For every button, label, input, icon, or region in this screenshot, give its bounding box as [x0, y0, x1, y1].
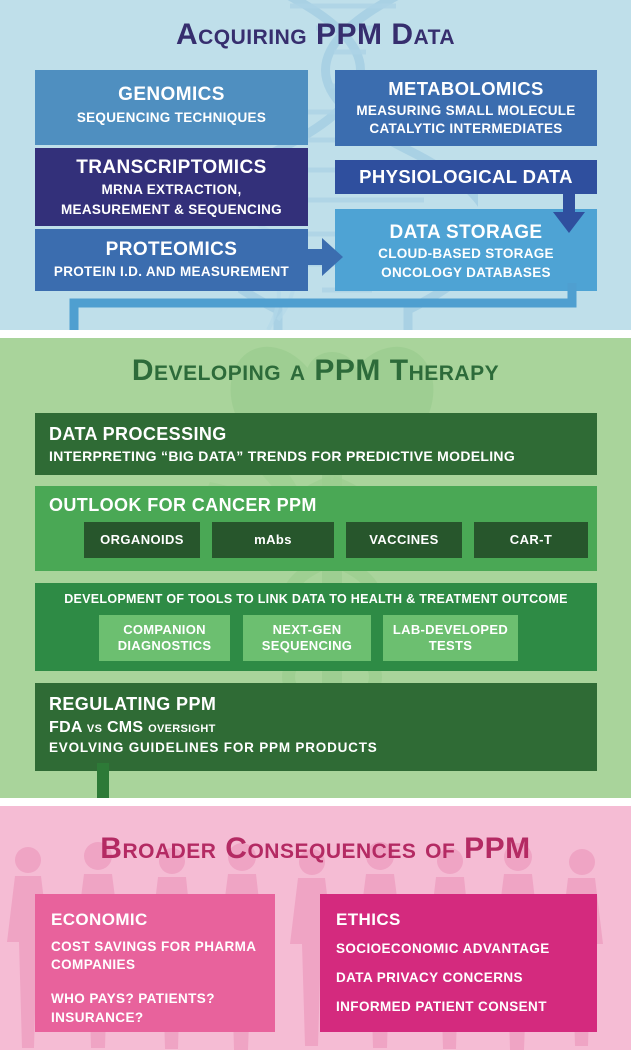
section-developing-ppm-therapy: Developing a PPM Therapy DATA PROCESSING…: [0, 338, 631, 798]
chip-companion-line1: COMPANION: [123, 622, 206, 638]
regulating-heading: REGULATING PPM: [49, 694, 217, 714]
chip-nextgen-line2: SEQUENCING: [261, 638, 353, 653]
box-transcriptomics: TRANSCRIPTOMICS MRNA EXTRACTION, MEASURE…: [35, 148, 308, 226]
transcriptomics-subtext-line1: MRNA EXTRACTION,: [101, 182, 242, 198]
chip-nextgen-line1: NEXT-GEN: [272, 622, 342, 638]
chip-mabs-label: mAbs: [254, 531, 292, 547]
chip-mabs: mAbs: [212, 522, 334, 558]
box-data-processing: DATA PROCESSING INTERPRETING “BIG DATA” …: [35, 413, 597, 475]
tools-heading: DEVELOPMENT OF TOOLS TO LINK DATA TO HEA…: [64, 592, 568, 606]
chip-companion-line2: DIAGNOSTICS: [117, 638, 212, 653]
regulating-line2: FDA vs CMS oversight: [49, 719, 216, 737]
proteomics-subtext: PROTEIN I.D. AND MEASUREMENT: [53, 264, 290, 280]
genomics-subtext: SEQUENCING TECHNIQUES: [76, 110, 267, 126]
metabolomics-heading: METABOLOMICS: [388, 78, 544, 99]
section-broader-consequences: Broader Consequences of PPM ECONOMIC COS…: [0, 806, 631, 1050]
section-acquiring-ppm-data: Acquiring PPM Data GENOMICS SEQUENCING T…: [0, 0, 631, 330]
economic-line4-text: INSURANCE?: [51, 1009, 144, 1025]
ethics-line2: DATA PRIVACY CONCERNS: [336, 970, 523, 986]
data-processing-heading: DATA PROCESSING: [49, 424, 227, 444]
economic-line3: WHO PAYS? PATIENTS? INSURANCE?: [51, 990, 275, 1026]
proteomics-heading: PROTEOMICS: [105, 239, 238, 260]
genomics-heading: GENOMICS: [118, 84, 225, 105]
section-divider-bottom: [0, 798, 631, 806]
section-divider-top: [0, 330, 631, 338]
transcriptomics-subtext-line2: MEASUREMENT & SEQUENCING: [61, 201, 282, 217]
economic-line1-text: COST SAVINGS FOR PHARMA: [51, 939, 257, 955]
box-economic: ECONOMIC COST SAVINGS FOR PHARMA COMPANI…: [35, 894, 275, 1032]
box-proteomics: PROTEOMICS PROTEIN I.D. AND MEASUREMENT: [35, 229, 308, 291]
box-data-storage: DATA STORAGE CLOUD-BASED STORAGE ONCOLOG…: [335, 209, 597, 291]
regulating-line3: EVOLVING GUIDELINES FOR PPM PRODUCTS: [49, 740, 378, 756]
chip-lab-developed-tests: LAB-DEVELOPED TESTS: [383, 615, 518, 661]
chip-car-t: CAR-T: [474, 522, 588, 558]
metabolomics-subtext-line2: CATALYTIC INTERMEDIATES: [369, 121, 563, 137]
outlook-heading: OUTLOOK FOR CANCER PPM: [49, 495, 317, 515]
ethics-heading: ETHICS: [336, 910, 401, 929]
box-outlook-for-cancer-ppm: OUTLOOK FOR CANCER PPM ORGANOIDS mAbs VA…: [35, 486, 597, 571]
chip-organoids: ORGANOIDS: [84, 522, 200, 558]
section-title-consequences: Broader Consequences of PPM: [100, 832, 531, 865]
box-genomics: GENOMICS SEQUENCING TECHNIQUES: [35, 70, 308, 145]
transcriptomics-heading: TRANSCRIPTOMICS: [76, 157, 267, 178]
physiological-data-heading: PHYSIOLOGICAL DATA: [359, 166, 573, 187]
chip-vaccines-label: VACCINES: [369, 531, 439, 547]
chip-labdev-line1: LAB-DEVELOPED: [392, 622, 509, 638]
box-metabolomics: METABOLOMICS MEASURING SMALL MOLECULE CA…: [335, 70, 597, 146]
chip-car-t-label: CAR-T: [509, 531, 553, 547]
ethics-line3: INFORMED PATIENT CONSENT: [336, 999, 547, 1015]
economic-line2-text: COMPANIES: [51, 957, 136, 973]
section-title-acquiring: Acquiring PPM Data: [175, 18, 456, 51]
economic-line1: COST SAVINGS FOR PHARMA COMPANIES: [51, 938, 275, 974]
chip-vaccines: VACCINES: [346, 522, 462, 558]
chip-next-gen-sequencing: NEXT-GEN SEQUENCING: [243, 615, 371, 661]
box-ethics: ETHICS SOCIOECONOMIC ADVANTAGE DATA PRIV…: [320, 894, 597, 1032]
chip-companion-diagnostics: COMPANION DIAGNOSTICS: [99, 615, 230, 661]
chip-organoids-label: ORGANOIDS: [100, 531, 184, 547]
data-storage-subtext-line2: ONCOLOGY DATABASES: [381, 264, 551, 280]
ethics-line1: SOCIOECONOMIC ADVANTAGE: [336, 941, 550, 957]
economic-line3-text: WHO PAYS? PATIENTS?: [51, 991, 215, 1007]
data-storage-heading: DATA STORAGE: [389, 222, 543, 243]
chip-labdev-line2: TESTS: [428, 638, 473, 653]
section-title-developing: Developing a PPM Therapy: [131, 354, 500, 387]
economic-heading: ECONOMIC: [51, 910, 148, 929]
data-processing-subtext: INTERPRETING “BIG DATA” TRENDS FOR PREDI…: [49, 448, 516, 465]
metabolomics-subtext-line1: MEASURING SMALL MOLECULE: [356, 102, 576, 118]
box-development-of-tools: DEVELOPMENT OF TOOLS TO LINK DATA TO HEA…: [35, 583, 597, 671]
data-storage-subtext-line1: CLOUD-BASED STORAGE: [378, 246, 554, 262]
box-regulating-ppm: REGULATING PPM FDA vs CMS oversight EVOL…: [35, 683, 597, 771]
box-physiological-data: PHYSIOLOGICAL DATA: [335, 160, 597, 194]
